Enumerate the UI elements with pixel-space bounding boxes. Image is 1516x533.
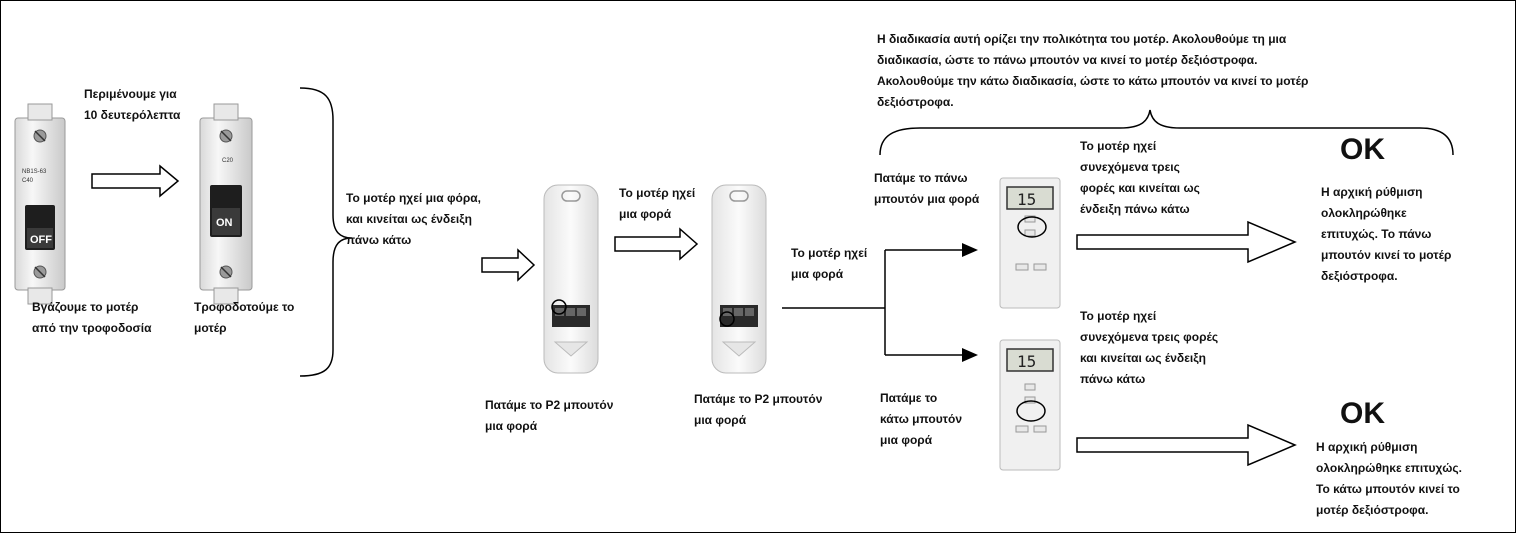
hollow-arrow-1	[91, 164, 180, 198]
ok-bottom: OK	[1340, 397, 1385, 430]
wall-remote-bottom-image	[999, 339, 1061, 471]
brace-top	[879, 109, 1454, 156]
label-press-p2-1: Πατάμε το P2 μπουτόν μια φορά	[485, 398, 614, 433]
transmitter-1-image	[543, 184, 599, 374]
label-result-bottom: Η αρχική ρύθμιση ολοκληρώθηκε επιτυχώς. …	[1316, 440, 1462, 517]
hollow-arrow-3	[614, 227, 699, 261]
wall-remote-top-display: 15	[1017, 190, 1036, 209]
hollow-arrow-to-ok-bottom	[1076, 423, 1297, 467]
breaker-on-rating: C20	[222, 158, 234, 164]
breaker-off-switch-label: OFF	[30, 234, 52, 246]
breaker-off-rating: C40	[22, 178, 34, 184]
branch-connector	[782, 249, 968, 356]
wall-remote-top-image	[999, 177, 1061, 309]
label-beep-three-down: Το μοτέρ ηχεί συνεχόμενα τρεις φορές και…	[1080, 309, 1219, 386]
label-polarity-note: Η διαδικασία αυτή ορίζει την πολικότητα …	[877, 32, 1309, 109]
transmitter-2-image	[711, 184, 767, 374]
label-press-p2-2: Πατάμε το P2 μπουτόν μια φορά	[694, 392, 823, 427]
ok-top: OK	[1340, 133, 1385, 166]
hollow-arrow-2	[481, 248, 536, 282]
label-beep-once-1: Το μοτέρ ηχεί μια φορά	[619, 186, 696, 221]
breaker-on-image	[199, 103, 253, 305]
brace-right	[299, 87, 353, 377]
breaker-on-switch-label: ON	[216, 217, 233, 229]
label-result-top: Η αρχική ρύθμιση ολοκληρώθηκε επιτυχώς. …	[1321, 185, 1452, 283]
label-beep-three-up: Το μοτέρ ηχεί συνεχόμενα τρεις φορές και…	[1080, 139, 1200, 216]
arrowhead-to-bottom-remote	[962, 348, 978, 362]
label-beep-move: Το μοτέρ ηχεί μια φόρα, και κινείται ως …	[346, 191, 482, 247]
breaker-off-model: NB1S-63	[22, 169, 47, 175]
label-power-motor: Τροφοδοτούμε το μοτέρ	[194, 300, 295, 335]
breaker-off-image	[14, 103, 66, 305]
arrowhead-to-top-remote	[962, 243, 978, 257]
hollow-arrow-to-ok-top	[1076, 220, 1297, 264]
label-press-up: Πατάμε το πάνω μπουτόν μια φορά	[874, 171, 980, 206]
label-unplug-motor: Βγάζουμε το μοτέρ από την τροφοδοσία	[32, 300, 152, 335]
label-press-down: Πατάμε το κάτω μπουτόν μια φορά	[880, 391, 963, 447]
label-wait-10s: Περιμένουμε για 10 δευτερόλεπτα	[84, 87, 181, 122]
label-beep-once-2: Το μοτέρ ηχεί μια φορά	[791, 246, 868, 281]
wall-remote-bottom-display: 15	[1017, 352, 1036, 371]
